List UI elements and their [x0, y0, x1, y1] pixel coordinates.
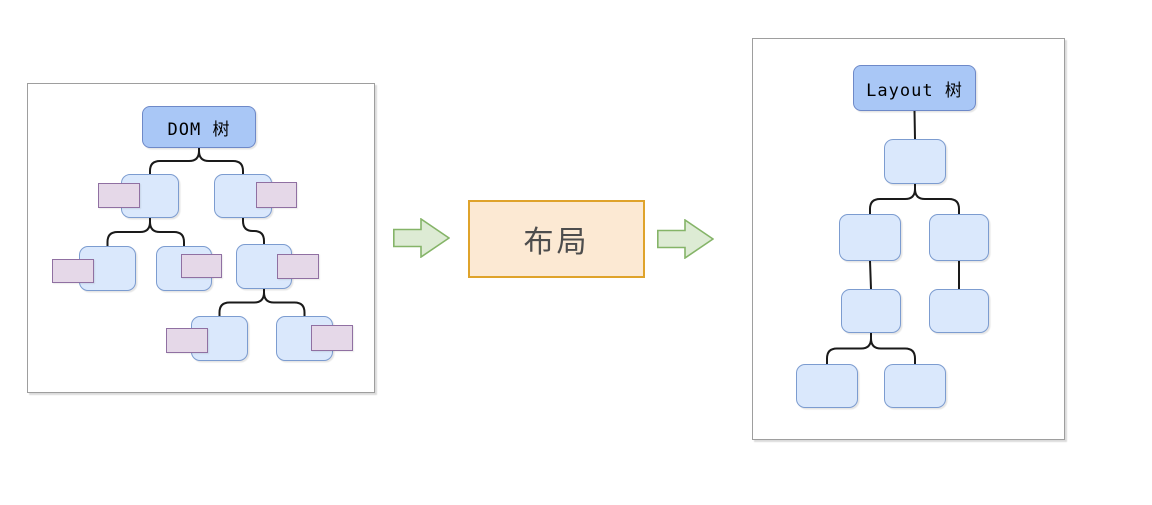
tree-node [929, 289, 989, 333]
tree-connector [149, 217, 185, 247]
overlay-rect-right [311, 325, 353, 351]
overlay-rect-left [166, 328, 208, 353]
overlay-rect-left [52, 259, 94, 283]
layout-tree-connectors [826, 110, 960, 365]
tree-node [839, 214, 901, 261]
layout-process-label: 布局 [523, 225, 590, 260]
tree-node [929, 214, 989, 261]
layout-process-box: 布局 [468, 200, 645, 278]
tree-connector [869, 183, 916, 215]
tree-node [841, 289, 901, 333]
tree-connector [198, 147, 244, 175]
layout-tree-panel: Layout 树 [752, 38, 1065, 440]
tree-connector [242, 217, 265, 245]
tree-connector [263, 288, 306, 317]
layout-tree-root-node: Layout 树 [853, 65, 976, 111]
tree-connector [218, 288, 265, 317]
tree-connector [870, 332, 916, 365]
tree-connector [149, 147, 200, 175]
block-arrow-right-icon [393, 218, 450, 258]
tree-connector [914, 183, 960, 215]
tree-connector [106, 217, 151, 247]
overlay-rect-right [181, 254, 222, 278]
tree-connector [826, 332, 872, 365]
tree-connector [869, 260, 872, 290]
dom-tree-connectors [106, 147, 306, 317]
block-arrow-right-icon [657, 219, 714, 259]
tree-node [796, 364, 858, 408]
overlay-rect-left [98, 183, 140, 208]
dom-tree-root-node: DOM 树 [142, 106, 256, 148]
tree-node [884, 139, 946, 184]
overlay-rect-right [256, 182, 297, 208]
overlay-rect-right [277, 254, 319, 279]
tree-connector [913, 110, 916, 140]
tree-node [884, 364, 946, 408]
dom-tree-panel: DOM 树 [27, 83, 375, 393]
